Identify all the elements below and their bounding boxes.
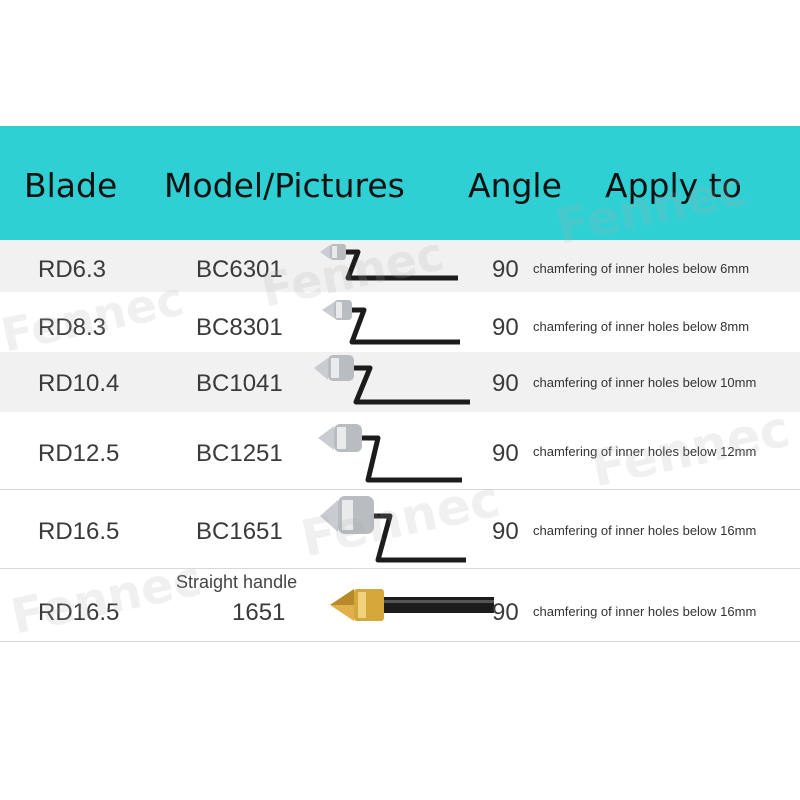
angle-cell: 90 xyxy=(492,599,519,626)
blade-cell: RD16.5 xyxy=(38,518,120,545)
apply-cell: chamfering of inner holes below 10mm xyxy=(533,375,757,390)
table-row: RD16.5 Straight handle 1651 90 chamferin… xyxy=(0,569,800,641)
angle-cell: 90 xyxy=(492,518,519,545)
bc1041-blade-image xyxy=(314,355,470,405)
table-row: RD6.3 BC6301 90 chamfering of inner hole… xyxy=(0,240,800,292)
apply-cell: chamfering of inner holes below 16mm xyxy=(533,523,757,538)
table-row: RD10.4 BC1041 90 chamfering of inner hol… xyxy=(0,352,800,412)
straight-handle-countersink-image xyxy=(330,589,494,621)
model-cell: BC1251 xyxy=(196,440,283,467)
bc1651-blade-image xyxy=(320,496,466,563)
apply-cell: chamfering of inner holes below 8mm xyxy=(533,319,750,334)
row-divider xyxy=(0,641,800,642)
blade-cell: RD10.4 xyxy=(38,370,120,397)
table-header: Blade Model/Pictures Angle Apply to xyxy=(0,126,800,240)
angle-cell: 90 xyxy=(492,314,519,341)
angle-cell: 90 xyxy=(492,440,519,467)
model-cell: BC6301 xyxy=(196,256,283,283)
angle-cell: 90 xyxy=(492,370,519,397)
header-apply: Apply to xyxy=(605,166,742,205)
table-row: RD16.5 BC1651 90 chamfering of inner hol… xyxy=(0,490,800,568)
header-angle: Angle xyxy=(468,166,562,205)
blade-cell: RD6.3 xyxy=(38,256,107,283)
apply-cell: chamfering of inner holes below 16mm xyxy=(533,604,757,619)
model-subtitle: Straight handle xyxy=(176,572,298,592)
bc1251-blade-image xyxy=(318,424,462,483)
model-cell: BC1651 xyxy=(196,518,283,545)
bc8301-blade-image xyxy=(322,300,460,345)
model-cell: BC1041 xyxy=(196,370,283,397)
angle-cell: 90 xyxy=(492,256,519,283)
row-divider xyxy=(0,489,800,490)
header-model: Model/Pictures xyxy=(164,166,405,205)
blade-cell: RD8.3 xyxy=(38,314,107,341)
apply-cell: chamfering of inner holes below 12mm xyxy=(533,444,757,459)
table-row: RD8.3 BC8301 90 chamfering of inner hole… xyxy=(0,292,800,352)
model-cell: 1651 xyxy=(232,599,286,626)
row-divider xyxy=(0,568,800,569)
blade-cell: RD12.5 xyxy=(38,440,120,467)
apply-cell: chamfering of inner holes below 6mm xyxy=(533,261,750,276)
blade-cell: RD16.5 xyxy=(38,599,120,626)
table-row: RD12.5 BC1251 90 chamfering of inner hol… xyxy=(0,412,800,489)
bc6301-blade-image xyxy=(320,244,458,281)
model-cell: BC8301 xyxy=(196,314,283,341)
header-blade: Blade xyxy=(24,166,118,205)
